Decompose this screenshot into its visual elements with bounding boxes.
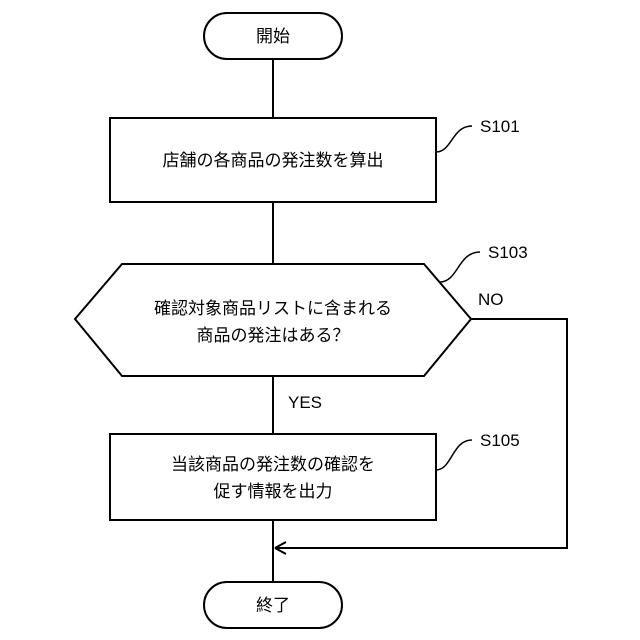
- start-terminal: 開始: [204, 13, 342, 59]
- s101-step-id: S101: [480, 117, 520, 136]
- process-s101: 店舗の各商品の発注数を算出: [110, 118, 436, 202]
- end-label: 終了: [256, 596, 290, 616]
- s101-leader-line: [436, 126, 472, 152]
- start-label: 開始: [256, 27, 290, 47]
- s103-text-line2: 商品の発注はある？: [197, 326, 350, 346]
- process-s105: 当該商品の発注数の確認を 促す情報を出力: [110, 434, 436, 520]
- s105-text-line1: 当該商品の発注数の確認を: [171, 455, 375, 475]
- s105-leader-line: [436, 440, 472, 470]
- s101-text: 店舗の各商品の発注数を算出: [163, 151, 384, 171]
- branch-yes-label: YES: [288, 393, 322, 412]
- s105-step-id: S105: [480, 431, 520, 450]
- s103-text-line1: 確認対象商品リストに含まれる: [154, 299, 392, 319]
- end-terminal: 終了: [204, 582, 342, 628]
- s105-text-line2: 促す情報を出力: [214, 482, 333, 502]
- s103-step-id: S103: [488, 243, 528, 262]
- decision-s103: 確認対象商品リストに含まれる 商品の発注はある？: [75, 264, 471, 376]
- s103-leader-line: [440, 252, 480, 282]
- branch-no-label: NO: [478, 290, 504, 309]
